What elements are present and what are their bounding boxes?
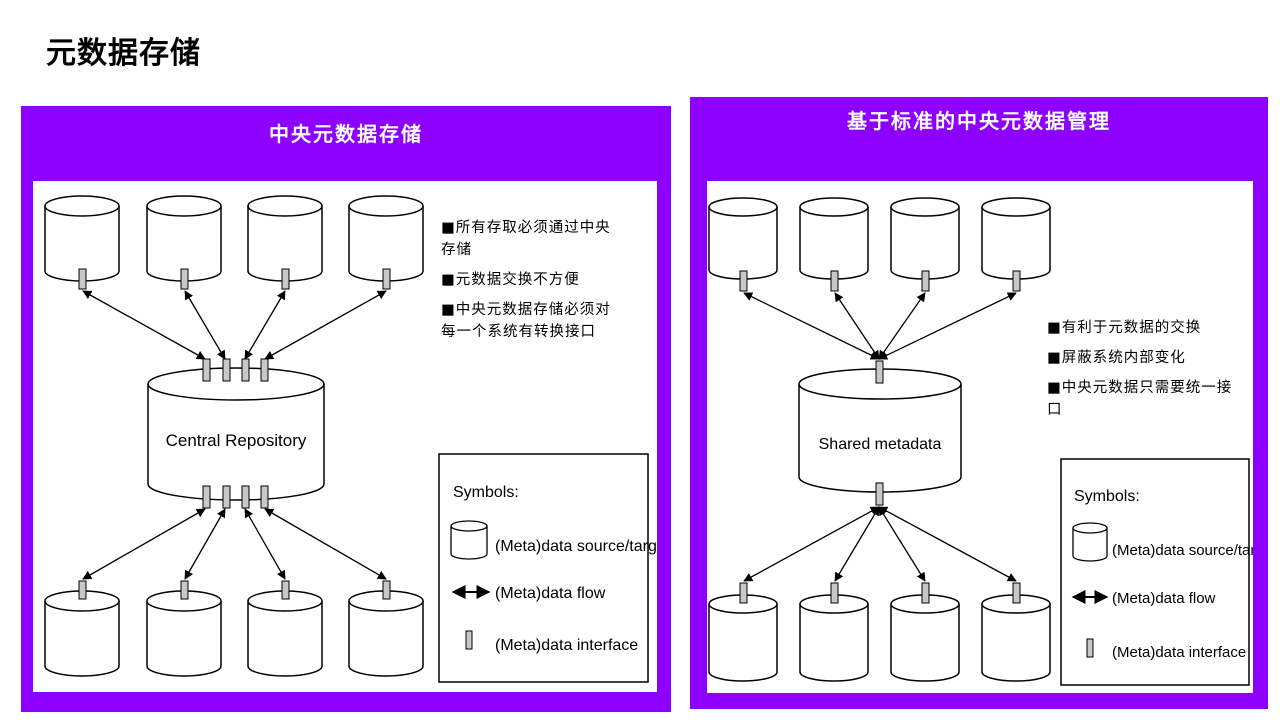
central-repository-cylinder bbox=[147, 367, 325, 501]
diagram-canvas: Shared metadata Symbols: (Meta)data sour… bbox=[707, 181, 1253, 693]
source-cylinder-top-2 bbox=[146, 195, 222, 282]
standard-metadata-panel: 基于标准的中央元数据管理 bbox=[690, 97, 1268, 709]
legend-title: Symbols: bbox=[1074, 488, 1140, 505]
target-cylinder-bottom-3 bbox=[247, 590, 323, 677]
diagram-canvas: Central Repository Symbols: (Meta)data s… bbox=[33, 181, 657, 692]
target-cylinder-bottom-3 bbox=[890, 594, 960, 682]
flow-arrow bbox=[244, 508, 286, 580]
flow-arrow bbox=[82, 508, 206, 580]
source-cylinder-top-4 bbox=[348, 195, 424, 282]
note-item: ■所有存取必须通过中央存储 bbox=[441, 220, 611, 258]
legend-interface-icon bbox=[1086, 638, 1094, 658]
source-cylinder-top-3 bbox=[247, 195, 323, 282]
target-cylinder-bottom-2 bbox=[799, 594, 869, 682]
legend-interface-label: (Meta)data interface bbox=[1112, 644, 1246, 661]
legend-cylinder-icon bbox=[450, 520, 488, 560]
shared-metadata-cylinder bbox=[798, 368, 962, 493]
flow-arrow bbox=[878, 292, 926, 360]
flow-arrow bbox=[244, 290, 286, 360]
flow-arrow bbox=[743, 506, 880, 582]
notes-list: ■有利于元数据的交换 ■屏蔽系统内部变化 ■中央元数据只需要统一接口 bbox=[1047, 317, 1237, 429]
note-item: ■有利于元数据的交换 bbox=[1047, 320, 1202, 336]
target-cylinder-bottom-4 bbox=[348, 590, 424, 677]
panel-title: 基于标准的中央元数据管理 bbox=[847, 109, 1111, 133]
source-cylinder-top-2 bbox=[799, 197, 869, 280]
legend-title: Symbols: bbox=[453, 484, 519, 501]
note-item: ■中央元数据存储必须对每一个系统有转换接口 bbox=[441, 302, 611, 340]
flow-arrow bbox=[264, 290, 387, 360]
source-cylinder-top-4 bbox=[981, 197, 1051, 280]
legend-flow-label: (Meta)data flow bbox=[495, 585, 606, 602]
flow-arrow bbox=[878, 292, 1017, 360]
flow-arrow bbox=[184, 508, 226, 580]
source-cylinder-top-1 bbox=[708, 197, 778, 280]
flow-arrow bbox=[82, 290, 206, 360]
note-item: ■屏蔽系统内部变化 bbox=[1047, 350, 1186, 366]
legend-interface-icon bbox=[465, 630, 473, 650]
slide-title: 元数据存储 bbox=[46, 36, 201, 71]
note-item: ■中央元数据只需要统一接口 bbox=[1047, 380, 1233, 418]
legend-flow-label: (Meta)data flow bbox=[1112, 590, 1216, 607]
note-item: ■元数据交换不方便 bbox=[441, 272, 580, 288]
flow-arrow bbox=[184, 290, 226, 360]
source-cylinder-top-1 bbox=[44, 195, 120, 282]
target-cylinder-bottom-1 bbox=[44, 590, 120, 677]
legend-source-label: (Meta)data source/target bbox=[495, 538, 657, 555]
flow-arrow bbox=[834, 292, 880, 360]
target-cylinder-bottom-2 bbox=[146, 590, 222, 677]
shared-metadata-label: Shared metadata bbox=[819, 436, 942, 453]
flow-arrow bbox=[743, 292, 880, 360]
central-repository-label: Central Repository bbox=[166, 431, 307, 450]
legend-source-label: (Meta)data source/target bbox=[1112, 542, 1253, 559]
symbols-legend: Symbols: (Meta)data source/target (Meta)… bbox=[438, 453, 657, 683]
central-repository-diagram: Central Repository Symbols: (Meta)data s… bbox=[44, 195, 657, 683]
flow-arrow bbox=[264, 508, 387, 580]
target-cylinder-bottom-1 bbox=[708, 594, 778, 682]
notes-list: ■所有存取必须通过中央存储 ■元数据交换不方便 ■中央元数据存储必须对每一个系统… bbox=[441, 217, 611, 351]
legend-interface-label: (Meta)data interface bbox=[495, 637, 638, 654]
flow-arrow bbox=[878, 506, 926, 582]
flow-arrow bbox=[878, 506, 1017, 582]
flow-arrow bbox=[834, 506, 880, 582]
central-repository-panel: 中央元数据存储 bbox=[21, 106, 671, 712]
panel-title: 中央元数据存储 bbox=[269, 122, 423, 146]
legend-cylinder-icon bbox=[1072, 522, 1108, 562]
shared-metadata-diagram: Shared metadata Symbols: (Meta)data sour… bbox=[708, 197, 1253, 686]
target-cylinder-bottom-4 bbox=[981, 594, 1051, 682]
source-cylinder-top-3 bbox=[890, 197, 960, 280]
symbols-legend: Symbols: (Meta)data source/target (Meta)… bbox=[1060, 458, 1253, 686]
